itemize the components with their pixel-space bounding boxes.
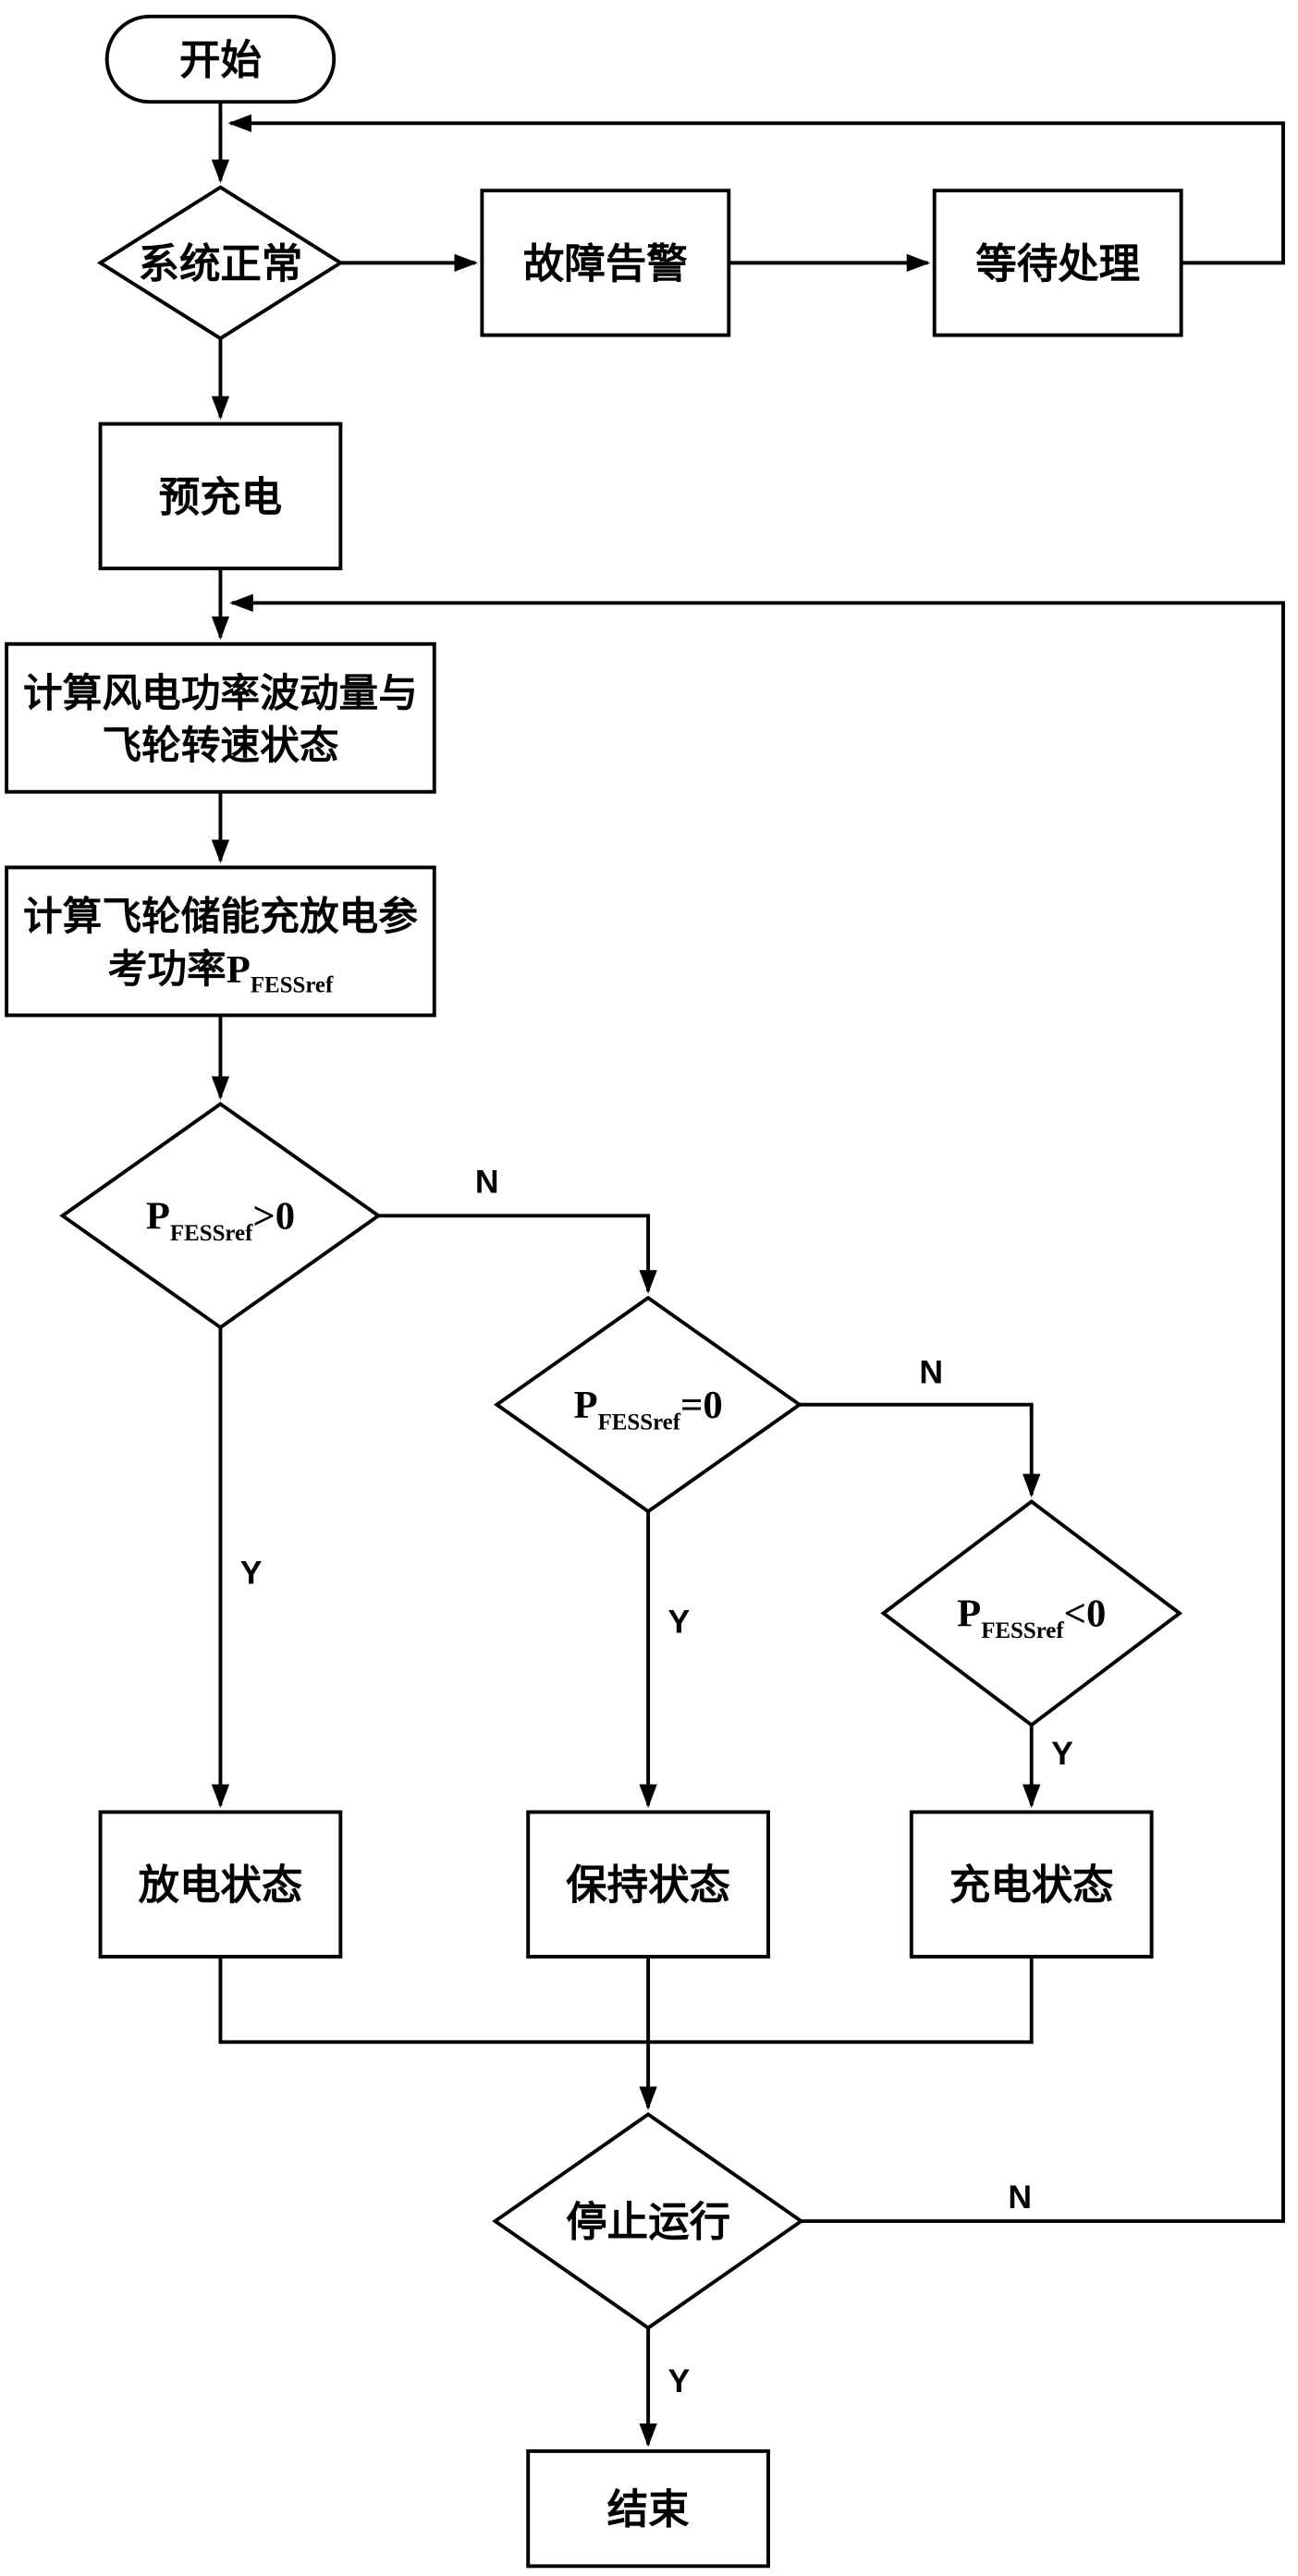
pfessref-eq0-p: P: [574, 1384, 598, 1427]
pfessref-gt0-op: >0: [252, 1195, 295, 1239]
label-stop-yes: Y: [667, 2362, 690, 2399]
pfessref-lt0-p: P: [957, 1593, 981, 1636]
label-eq0-yes: Y: [667, 1604, 690, 1641]
pfessref-eq0-sub: FESSref: [598, 1410, 681, 1435]
node-hold-state: 保持状态: [526, 1810, 770, 1959]
hold-state-shape: [526, 1810, 770, 1959]
label-stop-no: N: [1008, 2179, 1032, 2216]
precharge-label: 预充电: [159, 475, 282, 520]
label-lt0-yes: Y: [1051, 1735, 1073, 1772]
calc-wind-label-line1: 计算风电功率波动量与: [23, 671, 418, 715]
calc-ref-label-line2-sub: FESSref: [251, 973, 334, 998]
end-shape: [526, 2448, 770, 2569]
discharge-state-shape: [98, 1810, 343, 1959]
edge-discharge-merge: [218, 1956, 649, 2045]
edge-labels: N Y N Y Y N Y: [240, 1163, 1073, 2399]
label-gt0-yes: Y: [240, 1554, 263, 1591]
pfessref-eq0-decision-shape: [494, 1295, 803, 1514]
calc-ref-label-line1: 计算飞轮储能充放电参: [23, 895, 418, 939]
pfessref-lt0-sub: FESSref: [981, 1618, 1064, 1643]
node-stop-decision: 停止运行: [492, 2112, 805, 2330]
pfessref-gt0-decision-shape: [59, 1102, 382, 1330]
edge-stop-no-feedback-to-calcwind-line: [229, 593, 1285, 2224]
calc-wind-label-line2: 飞轮转速状态: [102, 724, 339, 768]
pfessref-eq0-op: =0: [680, 1384, 723, 1427]
node-decision-pfessref-eq0: PFESSref=0: [494, 1295, 803, 1514]
node-calc-wind: 计算风电功率波动量与 飞轮转速状态: [5, 641, 436, 794]
node-discharge-state: 放电状态: [98, 1810, 343, 1959]
wait-handle-label: 等待处理: [975, 241, 1140, 287]
start-terminator-shape: [104, 14, 337, 104]
sys-normal-label: 系统正常: [138, 241, 302, 287]
calc-ref-label-line2: 考功率PFESSref: [108, 947, 334, 998]
stop-decision-shape: [492, 2112, 805, 2330]
edge-dgt0-no-to-deq0: [378, 1214, 657, 1294]
sys-normal-decision-shape: [96, 185, 345, 341]
pfessref-lt0-op: <0: [1064, 1593, 1107, 1636]
end-label: 结束: [607, 2487, 691, 2533]
calc-ref-label-line2-p: P: [227, 948, 251, 992]
pfessref-lt0-decision-shape: [880, 1499, 1183, 1728]
discharge-state-label: 放电状态: [138, 1863, 302, 1909]
edges: [211, 102, 1285, 2448]
node-precharge: 预充电: [98, 421, 343, 570]
pfessref-gt0-sub: FESSref: [170, 1221, 253, 1246]
charge-state-label: 充电状态: [949, 1863, 1114, 1909]
hold-state-label: 保持状态: [566, 1863, 730, 1909]
node-end: 结束: [526, 2448, 770, 2569]
stop-decision-label: 停止运行: [566, 2200, 730, 2245]
pfessref-lt0-label: PFESSref<0: [957, 1593, 1106, 1643]
edge-charge-merge: [648, 1956, 1034, 2045]
node-start: 开始: [104, 14, 337, 104]
pfessref-gt0-p: P: [146, 1195, 170, 1239]
pfessref-gt0-label: PFESSref>0: [146, 1195, 295, 1246]
calc-wind-shape: [5, 641, 436, 794]
precharge-shape: [98, 421, 343, 570]
node-wait-handle: 等待处理: [932, 189, 1183, 337]
start-label: 开始: [179, 38, 262, 83]
calc-ref-shape: [5, 865, 436, 1018]
fault-alarm-shape: [480, 189, 731, 337]
calc-ref-label-line2-cjk: 考功率: [108, 947, 227, 992]
fault-alarm-label: 故障告警: [523, 241, 688, 287]
nodes: 开始 系统正常 故障告警 等待处理 预充电 计算风电功率波动量与 飞轮转速状态 …: [5, 14, 1183, 2569]
node-charge-state: 充电状态: [909, 1810, 1154, 1959]
node-fault-alarm: 故障告警: [480, 189, 731, 337]
edge-waithandle-feedback-to-start-line: [227, 114, 1285, 265]
charge-state-shape: [909, 1810, 1154, 1959]
node-decision-pfessref-lt0: PFESSref<0: [880, 1499, 1183, 1728]
label-eq0-no: N: [919, 1354, 943, 1391]
node-decision-pfessref-gt0: PFESSref>0: [59, 1102, 382, 1330]
pfessref-eq0-label: PFESSref=0: [574, 1384, 723, 1435]
wait-handle-shape: [932, 189, 1183, 337]
label-gt0-no: N: [475, 1163, 499, 1200]
edge-deq0-no-to-dlt0: [799, 1402, 1041, 1497]
node-calc-ref: 计算飞轮储能充放电参 考功率PFESSref: [5, 865, 436, 1018]
node-sys-normal: 系统正常: [96, 185, 345, 341]
